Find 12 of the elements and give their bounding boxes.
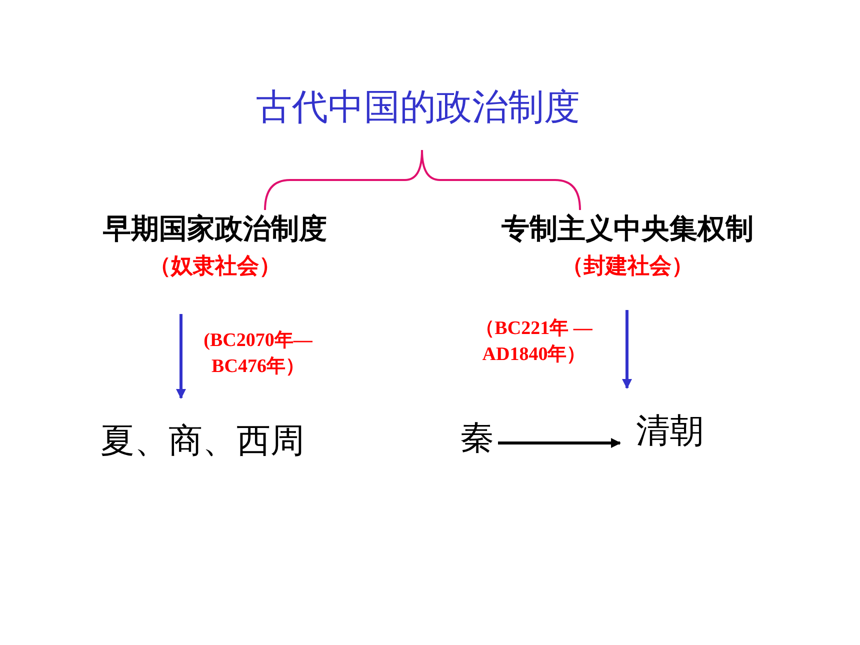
category-heading: 专制主义中央集权制 [502, 211, 754, 247]
arrow [622, 310, 632, 389]
topic-heading: 古代中国的政治制度 [256, 86, 580, 130]
category-heading: 早期国家政治制度 [103, 211, 327, 247]
brace-connector [421, 150, 581, 210]
dynasty-text: 夏、商、西周 [100, 420, 304, 462]
arrow [498, 438, 621, 448]
dynasty-text: 清朝 [636, 410, 704, 452]
dynasty-text: 秦 [460, 416, 494, 458]
category-subtitle: （封建社会） [562, 253, 694, 281]
arrow [176, 314, 186, 399]
category-subtitle: （奴隶社会） [149, 253, 281, 281]
